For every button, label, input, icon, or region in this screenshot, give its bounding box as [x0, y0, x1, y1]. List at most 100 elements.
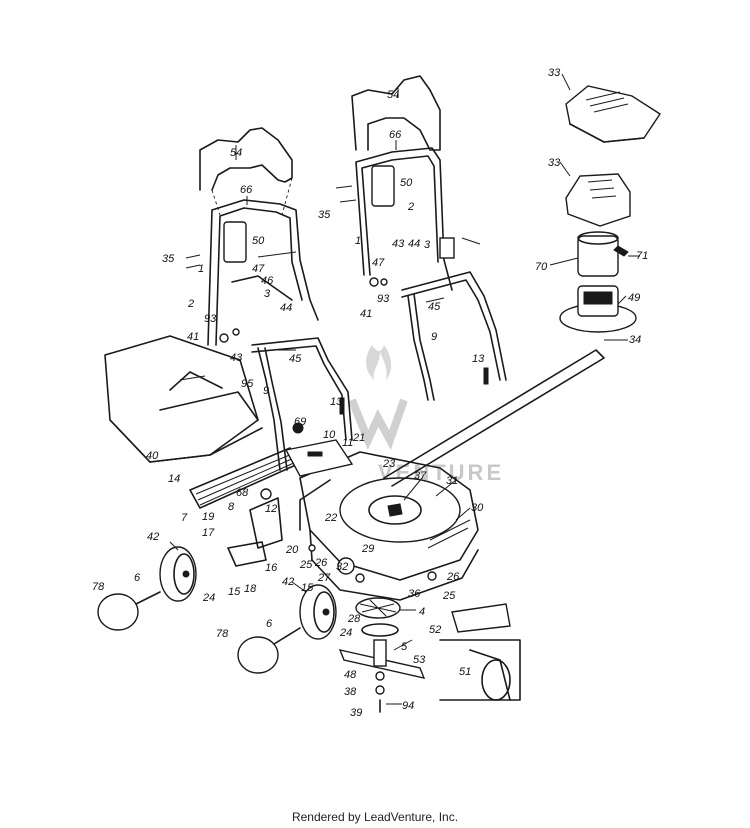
motor-base: [559, 285, 637, 333]
callout-50: 50: [400, 177, 413, 189]
mower-deck: [299, 451, 479, 601]
callout-17: 17: [202, 527, 215, 539]
callout-13: 13: [472, 353, 485, 365]
callout-6: 6: [266, 618, 273, 630]
callout-9: 9: [431, 331, 437, 343]
callout-52: 52: [429, 624, 441, 636]
lower-handle-right: [401, 271, 507, 401]
footer-credit: Rendered by LeadVenture, Inc.: [291, 810, 459, 824]
callout-16: 16: [265, 562, 278, 574]
handle-frame-left: [207, 199, 319, 346]
hubcap-left: [97, 591, 161, 631]
callout-28: 28: [347, 613, 361, 625]
callout-41: 41: [187, 331, 199, 343]
callout-12: 12: [265, 503, 277, 515]
callout-40: 40: [146, 450, 159, 462]
callout-11: 11: [342, 437, 353, 449]
blade-assembly: [338, 597, 426, 713]
side-discharge: [439, 603, 521, 701]
callout-44: 44: [408, 238, 420, 250]
callout-24: 24: [202, 592, 215, 604]
callout-20: 20: [285, 544, 299, 556]
callout-2: 2: [407, 201, 414, 213]
callout-25: 25: [299, 559, 313, 571]
callout-68: 68: [236, 487, 249, 499]
callout-6: 6: [134, 572, 141, 584]
callout-21: 21: [352, 432, 365, 444]
callout-26: 26: [314, 557, 328, 569]
callout-15: 15: [301, 582, 314, 594]
callout-32: 32: [336, 561, 348, 573]
callout-53: 53: [413, 654, 426, 666]
callout-70: 70: [535, 261, 548, 273]
callout-51: 51: [459, 666, 471, 678]
callout-42: 42: [147, 531, 159, 543]
callout-1: 1: [355, 235, 361, 247]
callout-49: 49: [628, 292, 640, 304]
wheel-rear-left: [159, 546, 197, 602]
callout-43: 43: [392, 238, 405, 250]
callout-44: 44: [280, 302, 292, 314]
upper-handle-right: [351, 75, 441, 151]
callout-47: 47: [372, 257, 385, 269]
callout-46: 46: [261, 275, 274, 287]
callout-78: 78: [92, 581, 105, 593]
callout-9: 9: [263, 385, 269, 397]
rear-door: [189, 447, 299, 509]
bracket-left: [227, 497, 283, 567]
callout-4: 4: [419, 606, 425, 618]
upper-handle-left: [199, 127, 293, 216]
callout-labels: 54 54 66 66 50 50 35 35 1 1 47 47 46 3 3…: [92, 67, 648, 719]
callout-29: 29: [361, 543, 374, 555]
callout-54: 54: [387, 89, 399, 101]
callout-2: 2: [187, 298, 194, 310]
callout-31: 31: [446, 475, 458, 487]
callout-35: 35: [318, 209, 331, 221]
callout-35: 35: [162, 253, 175, 265]
hardware: [185, 185, 489, 583]
callout-15: 15: [228, 586, 241, 598]
callout-66: 66: [240, 184, 253, 196]
callout-37: 37: [414, 470, 427, 482]
callout-8: 8: [228, 501, 235, 513]
callout-39: 39: [350, 707, 362, 719]
callout-25: 25: [442, 590, 456, 602]
wheel-front-left: [299, 584, 337, 640]
hubcap-right: [237, 627, 301, 674]
callout-30: 30: [471, 502, 484, 514]
callout-42: 42: [282, 576, 294, 588]
callout-48: 48: [344, 669, 357, 681]
callout-71: 71: [636, 250, 648, 262]
callout-41: 41: [360, 308, 372, 320]
callout-66: 66: [389, 129, 402, 141]
grass-bag: [104, 335, 263, 463]
handle-frame-right: [355, 147, 481, 291]
callout-24: 24: [339, 627, 352, 639]
callout-45: 45: [428, 301, 441, 313]
callout-34: 34: [629, 334, 641, 346]
callout-38: 38: [344, 686, 357, 698]
callout-19: 19: [202, 511, 214, 523]
motor-cover-top: [565, 85, 661, 143]
callout-26: 26: [446, 571, 460, 583]
callout-27: 27: [317, 572, 331, 584]
callout-33: 33: [548, 157, 561, 169]
callout-5: 5: [401, 641, 408, 653]
motor-cover-middle: [565, 173, 631, 227]
callout-3: 3: [264, 288, 271, 300]
callout-18: 18: [244, 583, 257, 595]
callout-7: 7: [181, 512, 188, 524]
watermark: VENTURE: [348, 345, 501, 485]
callout-3: 3: [424, 239, 431, 251]
mulch-plate: [284, 439, 354, 477]
callout-93: 93: [204, 313, 217, 325]
callout-43: 43: [230, 352, 243, 364]
callout-93: 93: [377, 293, 390, 305]
callout-1: 1: [198, 263, 204, 275]
callout-69: 69: [294, 416, 306, 428]
motor-housing: [577, 231, 629, 277]
callout-78: 78: [216, 628, 229, 640]
handle-rod: [383, 349, 605, 487]
callout-14: 14: [168, 473, 180, 485]
